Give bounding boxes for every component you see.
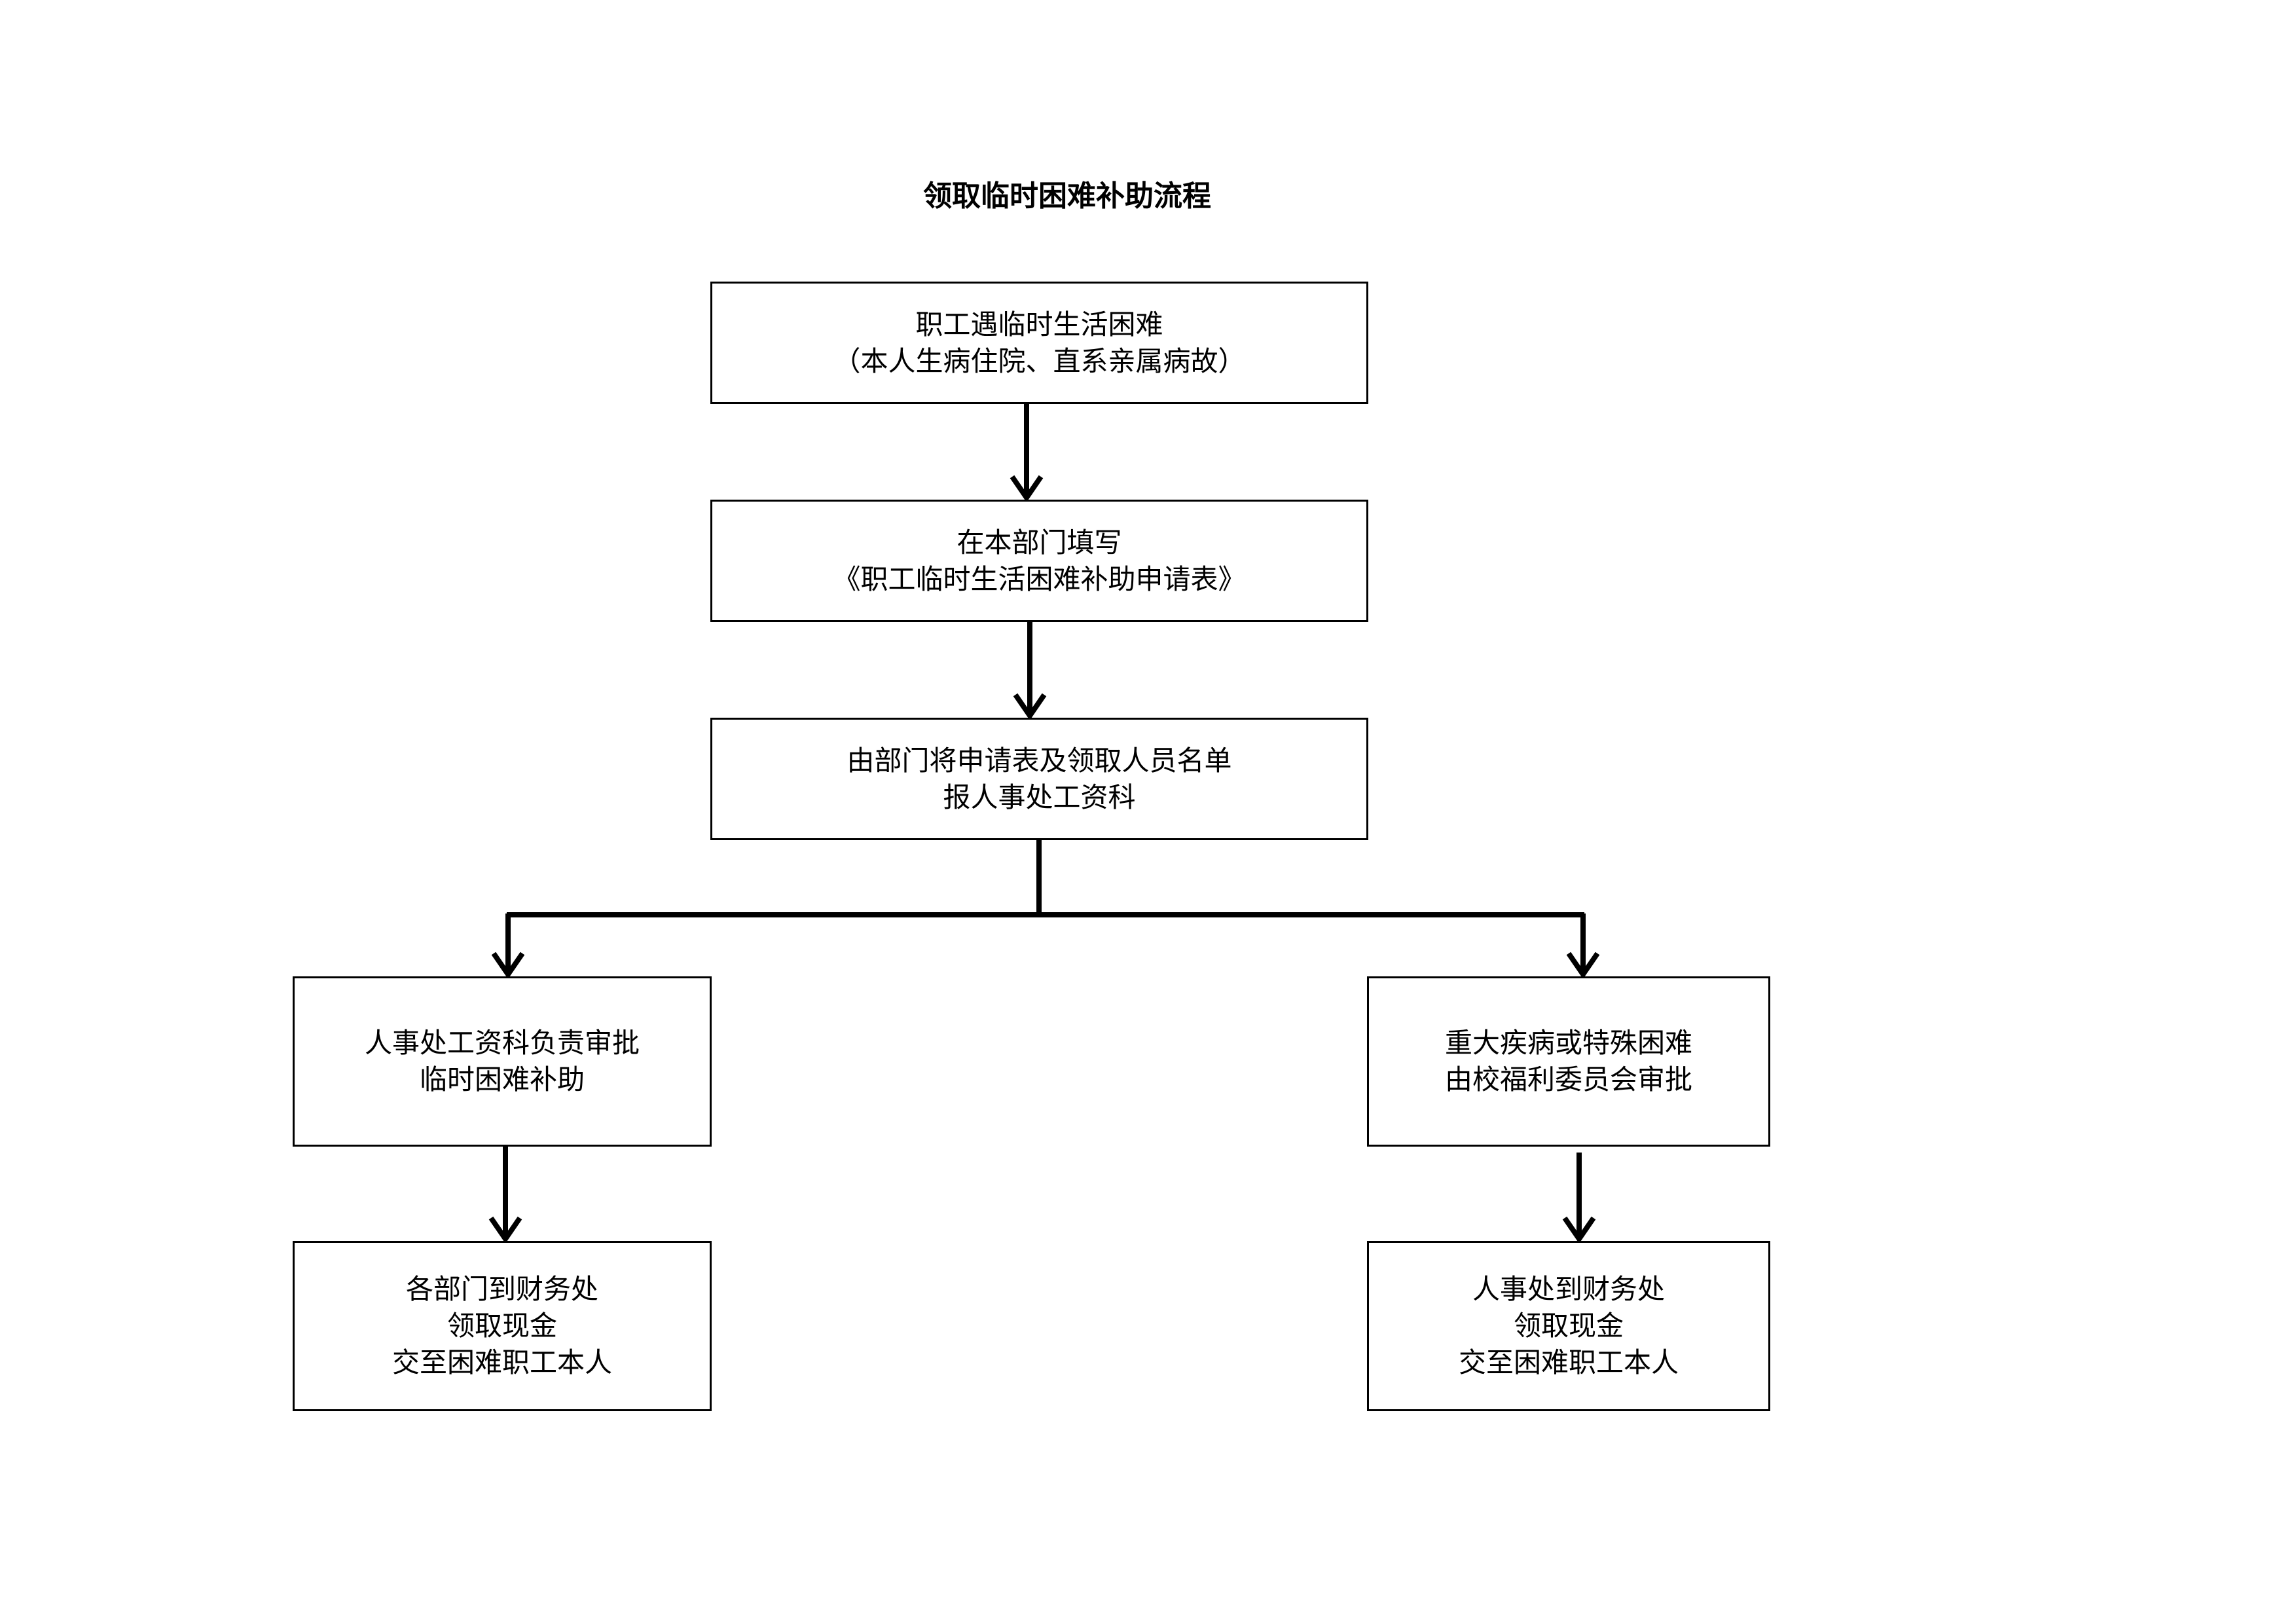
step-hr-payout-line1: 人事处到财务处 xyxy=(1472,1273,1665,1305)
step-fill-application-form: 在本部门填写 《职工临时生活困难补助申请表》 xyxy=(710,500,1368,622)
step-hr-approval-line1: 人事处工资科负责审批 xyxy=(364,1027,640,1059)
step-committee-approval-line1: 重大疾病或特殊困难 xyxy=(1444,1027,1692,1059)
arrowhead-to-committee-approval xyxy=(1566,951,1600,980)
page-title: 领取临时困难补助流程 xyxy=(923,179,1211,213)
arrowhead-hr-to-dept-payout xyxy=(488,1216,522,1244)
step-hr-payout: 人事处到财务处 领取现金 交至困难职工本人 xyxy=(1367,1241,1770,1411)
step-report-hardship-line1: 职工遇临时生活困难 xyxy=(915,308,1163,341)
step-report-hardship: 职工遇临时生活困难 （本人生病住院、直系亲属病故） xyxy=(710,282,1368,404)
step-submit-to-payroll-line1: 由部门将申请表及领取人员名单 xyxy=(847,744,1232,777)
step-dept-payout-line1: 各部门到财务处 xyxy=(405,1273,598,1305)
arrowhead-form-to-submit xyxy=(1013,693,1047,721)
step-committee-approval: 重大疾病或特殊困难 由校福利委员会审批 xyxy=(1367,976,1770,1147)
arrowhead-committee-to-hr-payout xyxy=(1562,1216,1596,1244)
step-hr-approval: 人事处工资科负责审批 临时困难补助 xyxy=(293,976,712,1147)
step-fill-application-form-line1: 在本部门填写 xyxy=(957,526,1122,559)
arrowhead-report-to-form xyxy=(1010,475,1044,503)
step-committee-approval-line2: 由校福利委员会审批 xyxy=(1444,1063,1692,1096)
step-dept-payout-line3: 交至困难职工本人 xyxy=(392,1346,612,1378)
step-hr-payout-line2: 领取现金 xyxy=(1513,1310,1624,1342)
step-report-hardship-line2: （本人生病住院、直系亲属病故） xyxy=(833,344,1246,377)
step-submit-to-payroll-line2: 报人事处工资科 xyxy=(943,781,1136,813)
step-dept-payout-line2: 领取现金 xyxy=(446,1310,557,1342)
step-submit-to-payroll: 由部门将申请表及领取人员名单 报人事处工资科 xyxy=(710,718,1368,840)
step-fill-application-form-line2: 《职工临时生活困难补助申请表》 xyxy=(833,563,1246,595)
step-dept-payout: 各部门到财务处 领取现金 交至困难职工本人 xyxy=(293,1241,712,1411)
step-hr-approval-line2: 临时困难补助 xyxy=(419,1063,585,1096)
arrowhead-to-hr-approval xyxy=(491,951,525,980)
step-hr-payout-line3: 交至困难职工本人 xyxy=(1458,1346,1679,1378)
